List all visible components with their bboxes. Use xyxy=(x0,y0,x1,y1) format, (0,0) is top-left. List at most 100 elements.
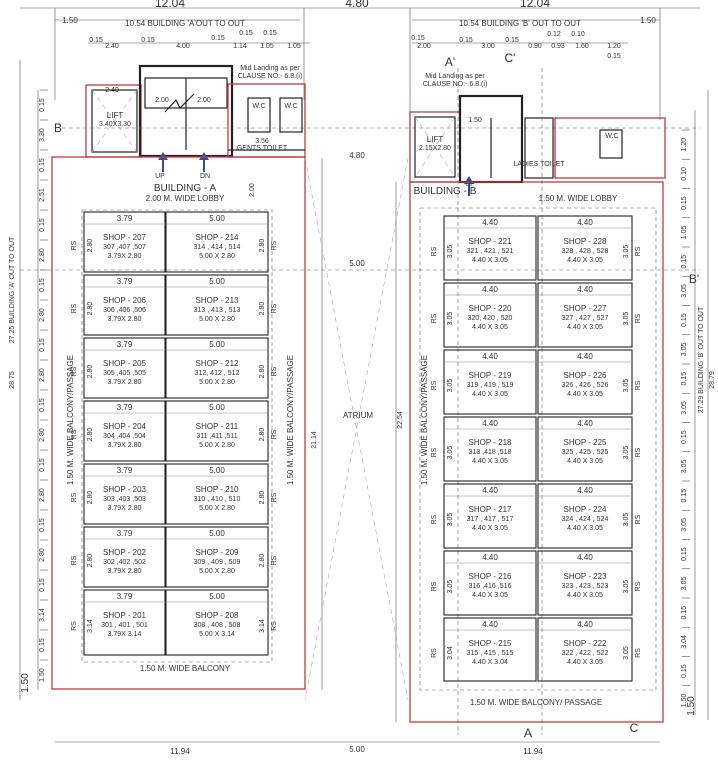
rs-marker: RS xyxy=(71,555,78,565)
shop-unit-numbers: 303 ,403 ,503 xyxy=(103,496,146,503)
seg-a-7: 1.05 xyxy=(260,43,274,50)
rs-marker: RS xyxy=(71,621,78,631)
shop-name: SHOP - 223 xyxy=(564,572,608,581)
bldg-a-bottom-width: 11.94 xyxy=(170,747,190,756)
shop-width-label: 4.40 xyxy=(577,486,593,495)
shop-unit-numbers: 301 , 401 , 501 xyxy=(101,622,148,629)
shop-unit-numbers: 304 ,404 ,504 xyxy=(103,433,146,440)
bldg-a-outline xyxy=(51,156,306,690)
rs-marker: RS xyxy=(271,303,278,313)
bldg-b-vdim-7: 3.05 xyxy=(681,342,688,356)
bldg-b-ladies-toilet xyxy=(524,117,554,179)
shop-width-label: 3.79 xyxy=(117,592,133,601)
bldg-a-balcony-line xyxy=(81,209,273,663)
rs-marker: RS xyxy=(271,429,278,439)
shop-unit-numbers: 321 , 421 , 521 xyxy=(467,248,514,255)
seg-b-4: 0.15 xyxy=(505,37,519,44)
section-b-marker: B xyxy=(54,121,62,135)
shop-width-label: 4.40 xyxy=(577,285,593,294)
shop-width-label: 4.40 xyxy=(482,352,498,361)
bldg-a-left-offset: 1.50 xyxy=(62,16,78,25)
bldg-a-vdim-17: 3.14 xyxy=(39,608,46,622)
bldg-b-side-label: 27.29 BUILDING 'B' OUT TO OUT xyxy=(698,306,705,413)
seg-b-9: 1.60 xyxy=(575,43,589,50)
bldg-b-lobby: 1.50 M. WIDE LOBBY xyxy=(539,194,618,203)
shop-name: SHOP - 218 xyxy=(469,438,513,447)
seg-b-11: 0.15 xyxy=(607,53,621,60)
bldg-b-bottom-balcony: 1.50 M. WIDE BALCONY/ PASSAGE xyxy=(470,698,602,707)
shop-unit-numbers: 311 ,411 ,511 xyxy=(196,433,237,440)
rs-marker: RS xyxy=(71,366,78,376)
shop-size: 3.79X 2.80 xyxy=(108,568,142,575)
shop-size: 4.40 X 3.05 xyxy=(567,257,603,264)
shop-name: SHOP - 203 xyxy=(103,485,147,494)
bldg-b-bottom-width: 11.94 xyxy=(523,747,543,756)
bldg-b-vdim-10: 0.15 xyxy=(681,430,688,444)
atrium-gap-mid: 5.00 xyxy=(349,259,365,268)
shop-height-label: 2.80 xyxy=(259,302,266,316)
shop-width-label: 4.40 xyxy=(577,620,593,629)
bldg-b-vdim-15: 3.05 xyxy=(681,576,688,590)
seg-a-8: 0.15 xyxy=(263,30,277,37)
seg-b-6: 0.90 xyxy=(528,43,542,50)
shop-name: SHOP - 202 xyxy=(103,548,147,557)
bldg-b-vdim-6: 0.15 xyxy=(681,313,688,327)
shop-height-label: 3.04 xyxy=(447,646,454,660)
atrium-gap-bottom: 5.00 xyxy=(349,745,365,754)
rs-marker: RS xyxy=(431,246,438,256)
bldg-a-vdim-8: 0.15 xyxy=(39,338,46,352)
seg-b-10: 1.20 xyxy=(607,43,621,50)
section-c-prime-marker: C' xyxy=(505,51,516,65)
bldg-b-ladies-label: LADIES TOILET xyxy=(513,161,565,168)
shop-height-label: 2.80 xyxy=(87,428,94,442)
seg-b-0: 0.15 xyxy=(411,35,425,42)
shop-size: 4.40 X 3.05 xyxy=(567,659,603,666)
shop-size: 3.79X 2.80 xyxy=(108,442,142,449)
bldg-a-clause: CLAUSE NO:- 6.8.(i) xyxy=(238,73,303,80)
bldg-b-vdim-12: 0.15 xyxy=(681,489,688,503)
bldg-b-overall-height: 28.79 xyxy=(709,371,716,389)
bldg-a-up-label: UP xyxy=(155,173,165,180)
shop-height-label: 2.80 xyxy=(259,428,266,442)
rs-marker: RS xyxy=(635,313,642,323)
shop-height-label: 2.80 xyxy=(259,554,266,568)
shop-size: 4.40 X 3.05 xyxy=(472,458,508,465)
seg-b-1: 2.00 xyxy=(417,43,431,50)
shop-height-label: 3.05 xyxy=(447,245,454,259)
seg-a-4: 0.15 xyxy=(211,35,225,42)
atrium-area xyxy=(304,157,409,701)
shop-size: 4.40 X 3.05 xyxy=(567,324,603,331)
shop-name: SHOP - 228 xyxy=(564,237,608,246)
bldg-b-vdim-2: 0.15 xyxy=(681,196,688,210)
shop-height-label: 3.05 xyxy=(623,379,630,393)
bldg-a-vdim-9: 2.80 xyxy=(39,368,46,382)
bldg-b-name: BUILDING - B xyxy=(414,186,477,197)
shop-width-label: 4.40 xyxy=(482,620,498,629)
shop-size: 5.00 X 3.14 xyxy=(199,631,235,638)
shop-unit-numbers: 318 ,418 ,518 xyxy=(469,449,512,456)
bldg-a-vdim-13: 2.80 xyxy=(39,488,46,502)
shop-name: SHOP - 215 xyxy=(469,639,513,648)
shop-name: SHOP - 211 xyxy=(196,422,239,431)
shop-name: SHOP - 214 xyxy=(196,233,240,242)
rs-marker: RS xyxy=(635,447,642,457)
bldg-a-vdim-11: 2.80 xyxy=(39,428,46,442)
bldg-b-vdim-17: 3.04 xyxy=(681,635,688,649)
bldg-a-bottom-balcony: 1.50 M. WIDE BALCONY xyxy=(140,664,231,673)
shop-size: 4.40 X 3.05 xyxy=(472,525,508,532)
bldg-b-outline xyxy=(409,181,664,723)
shop-height-label: 3.05 xyxy=(447,312,454,326)
bldg-a-vdim-12: 0.15 xyxy=(39,458,46,472)
bldg-b-vdim-13: 3.05 xyxy=(681,518,688,532)
bldg-a-vdim-3: 2.51 xyxy=(39,188,46,202)
